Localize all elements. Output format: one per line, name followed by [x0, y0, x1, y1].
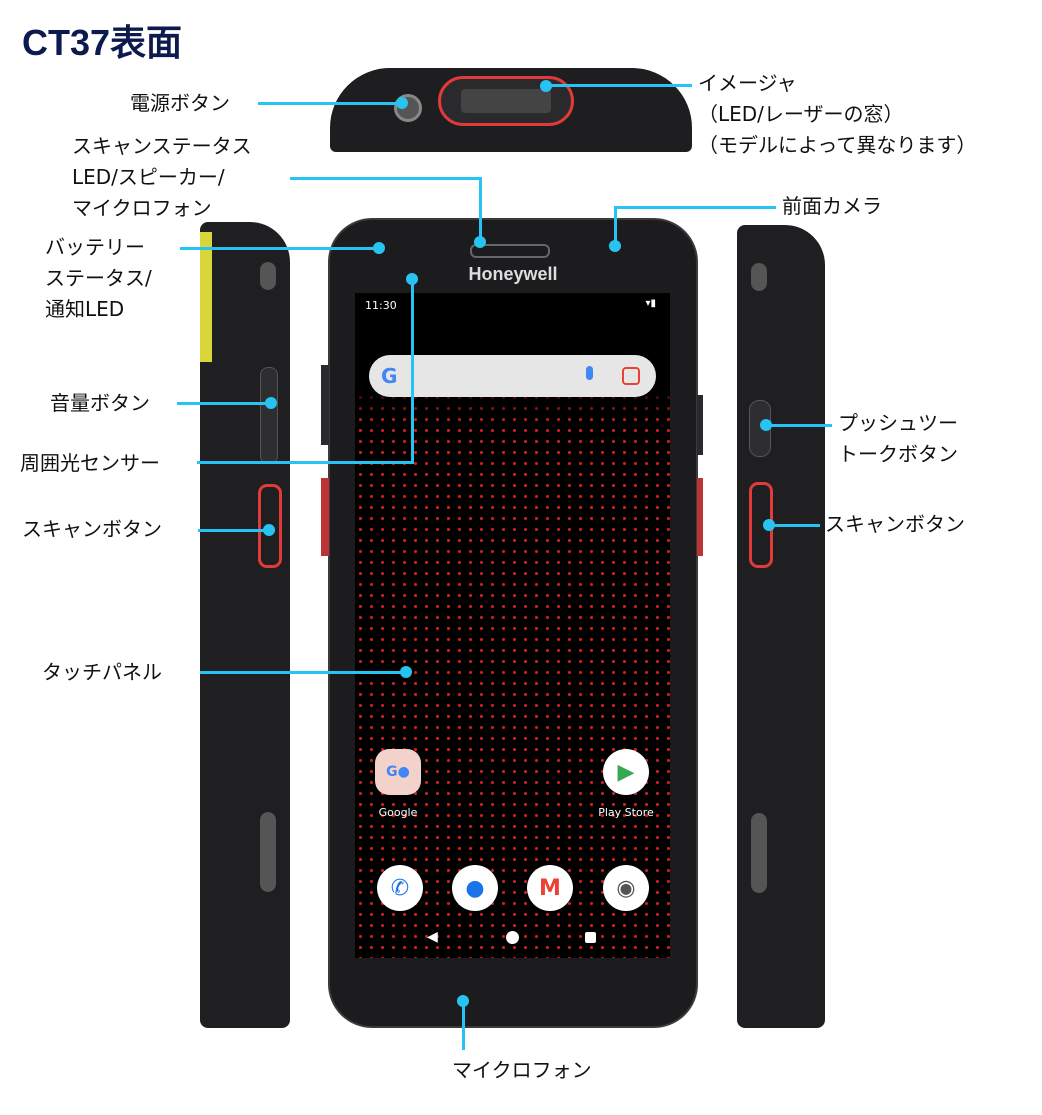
play-store-app[interactable]: ▶: [603, 749, 649, 795]
speaker-grille: [470, 244, 550, 258]
scan-button-left: [258, 484, 282, 568]
label-battery-led: バッテリーステータス/通知LED: [45, 235, 152, 321]
label-microphone: マイクロフォン: [452, 1058, 592, 1082]
phone-app-icon[interactable]: ✆: [377, 865, 423, 911]
wifi-battery-icon: ▾▮: [645, 298, 656, 309]
label-touch-panel: タッチパネル: [42, 660, 162, 684]
device-top-view: [330, 68, 692, 152]
label-front-camera: 前面カメラ: [782, 194, 882, 218]
camera-app-icon[interactable]: ◉: [603, 865, 649, 911]
volume-button: [260, 367, 278, 464]
search-bar[interactable]: G: [369, 355, 656, 397]
lens-icon[interactable]: [622, 367, 640, 385]
google-logo: G: [381, 364, 398, 388]
brand-logo: Honeywell: [468, 264, 558, 284]
contacts-app-icon[interactable]: ●: [452, 865, 498, 911]
device-left-side: [200, 222, 290, 1028]
label-scan-button-left: スキャンボタン: [22, 517, 162, 541]
label-imager: イメージャ（LED/レーザーの窓）（モデルによって異なります）: [698, 71, 977, 157]
google-folder[interactable]: G●: [375, 749, 421, 795]
back-nav-icon[interactable]: ◀: [427, 929, 438, 945]
page-title: CT37表面: [22, 22, 183, 63]
gmail-app-icon[interactable]: M: [527, 865, 573, 911]
touch-panel[interactable]: 11:30 ▾▮ G G● Google ▶ Play Store ✆ ● M …: [355, 293, 670, 958]
label-ptt-button: プッシュツートークボタン: [838, 411, 958, 466]
label-volume-button: 音量ボタン: [50, 391, 150, 415]
recents-nav-icon[interactable]: [585, 932, 596, 943]
home-nav-icon[interactable]: [506, 931, 519, 944]
label-power-button: 電源ボタン: [130, 91, 230, 115]
device-right-side: [737, 225, 825, 1028]
app-label-google: Google: [378, 806, 418, 819]
mic-icon[interactable]: [586, 366, 593, 380]
status-time: 11:30: [365, 299, 397, 312]
label-ambient-light-sensor: 周囲光センサー: [20, 451, 160, 475]
app-label-play-store: Play Store: [598, 806, 654, 819]
label-scan-button-right: スキャンボタン: [825, 512, 965, 536]
